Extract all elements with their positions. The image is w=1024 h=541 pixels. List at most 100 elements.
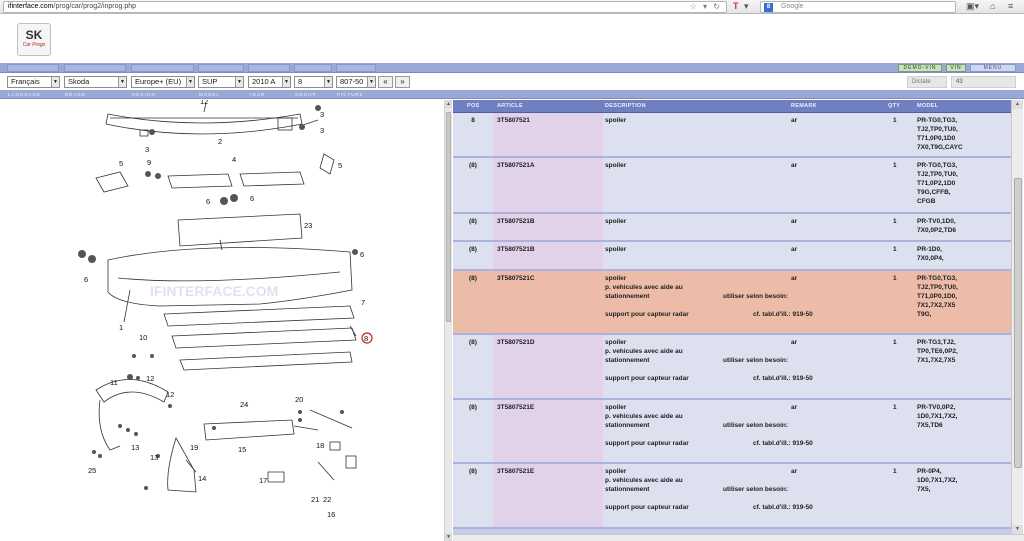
callout-label[interactable]: 17 bbox=[259, 476, 267, 485]
callout-label[interactable]: 2 bbox=[218, 137, 222, 146]
bookmarks-icon[interactable]: ▣▾ bbox=[966, 1, 980, 11]
parts-diagram[interactable]: IFINTERFACE.COM 12 2 3 3 3 5 9 4 5 6 6 2… bbox=[0, 100, 448, 541]
callout-label[interactable]: 7 bbox=[361, 298, 365, 307]
header-qty[interactable]: QTY bbox=[888, 103, 901, 109]
callout-label[interactable]: 3 bbox=[320, 110, 324, 119]
model-line: 7X1,7X2,7X5 bbox=[917, 302, 956, 309]
menu-icon[interactable]: ≡ bbox=[1008, 1, 1014, 11]
callout-label[interactable]: 21 bbox=[311, 495, 319, 504]
menu-tab-1[interactable] bbox=[7, 64, 59, 72]
callout-label[interactable]: 8 bbox=[364, 334, 368, 343]
callout-label[interactable]: 6 bbox=[206, 197, 210, 206]
usage-note: utiliser selon besoin: bbox=[723, 486, 789, 493]
diagram-scrollbar[interactable]: ▲ ▼ bbox=[444, 100, 452, 541]
scroll-down-icon[interactable]: ▼ bbox=[445, 533, 452, 541]
callout-label[interactable]: 25 bbox=[88, 466, 96, 475]
header-remark[interactable]: REMARK bbox=[791, 103, 817, 109]
callout-label[interactable]: 14 bbox=[198, 474, 206, 483]
callout-label[interactable]: 3 bbox=[145, 145, 149, 154]
menu-tab-5[interactable] bbox=[248, 64, 290, 72]
callout-label[interactable]: 16 bbox=[327, 510, 335, 519]
brand-select[interactable]: Skoda▼ bbox=[64, 76, 127, 88]
model-select[interactable]: SUP▼ bbox=[198, 76, 244, 88]
menu-tab-3[interactable] bbox=[131, 64, 194, 72]
header-model[interactable]: MODEL bbox=[917, 103, 939, 109]
year-select[interactable]: 2010 A▼ bbox=[248, 76, 291, 88]
horizontal-scrollbar[interactable] bbox=[453, 534, 1024, 541]
callout-label[interactable]: 13 bbox=[150, 453, 158, 462]
scroll-thumb[interactable] bbox=[1014, 178, 1022, 468]
home-icon[interactable]: ⌂ bbox=[990, 1, 996, 11]
callout-label[interactable]: 18 bbox=[316, 441, 324, 450]
region-select[interactable]: Europe+ (EU)▼ bbox=[131, 76, 195, 88]
table-scrollbar[interactable]: ▲ ▼ bbox=[1011, 100, 1023, 534]
prev-picture-button[interactable]: « bbox=[378, 76, 393, 88]
cell-model: PR-1D0,7X0,0P4, bbox=[917, 245, 979, 263]
callout-label[interactable]: 5 bbox=[119, 159, 123, 168]
callout-label[interactable]: 3 bbox=[320, 126, 324, 135]
brand-value: Skoda bbox=[68, 77, 90, 86]
next-picture-button[interactable]: » bbox=[395, 76, 410, 88]
callout-label[interactable]: 11 bbox=[110, 378, 118, 387]
vin-button[interactable]: VIN bbox=[946, 64, 966, 72]
menu-tab-2[interactable] bbox=[64, 64, 126, 72]
callout-label[interactable]: 12 bbox=[146, 374, 154, 383]
callout-label[interactable]: 6 bbox=[360, 250, 364, 259]
callout-label[interactable]: 9 bbox=[147, 158, 151, 167]
callout-label[interactable]: 12 bbox=[166, 390, 174, 399]
callout-label[interactable]: 12 bbox=[200, 100, 208, 106]
app-logo[interactable]: SK Car Progs bbox=[17, 23, 51, 56]
group-select[interactable]: 8▼ bbox=[294, 76, 333, 88]
search-input[interactable]: 8 Google bbox=[760, 1, 956, 13]
menu-tab-6[interactable] bbox=[294, 64, 332, 72]
callout-label[interactable]: 5 bbox=[338, 161, 342, 170]
callout-label[interactable]: 13 bbox=[131, 443, 139, 452]
scroll-thumb[interactable] bbox=[446, 112, 451, 322]
scroll-up-icon[interactable]: ▲ bbox=[445, 100, 452, 108]
dictate-field[interactable]: Dictate bbox=[907, 76, 947, 88]
url-controls[interactable]: ☆ ▾ ↻ bbox=[689, 2, 722, 11]
scroll-down-icon[interactable]: ▼ bbox=[1012, 525, 1023, 534]
model-line: T71,0P0,1D0 bbox=[917, 135, 956, 142]
dropdown-icon[interactable]: ▾ bbox=[744, 1, 749, 11]
callout-label[interactable]: 20 bbox=[295, 395, 303, 404]
callout-label[interactable]: 19 bbox=[190, 443, 198, 452]
callout-label[interactable]: 1 bbox=[119, 323, 123, 332]
description-line: p. vehicules avec aide au bbox=[605, 348, 683, 355]
model-line: 7X5,TD6 bbox=[917, 422, 943, 429]
menu-tab-4[interactable] bbox=[198, 64, 244, 72]
address-bar[interactable]: ifinterface.com/prog/car/prog2/inprog.ph… bbox=[3, 1, 727, 13]
callout-label[interactable]: 24 bbox=[240, 400, 248, 409]
picture-select[interactable]: 807-50▼ bbox=[336, 76, 376, 88]
callout-label[interactable]: 23 bbox=[304, 221, 312, 230]
article-column-bg bbox=[493, 271, 603, 333]
callout-label[interactable]: 15 bbox=[238, 445, 246, 454]
cell-remark: ar bbox=[791, 218, 798, 225]
callout-label[interactable]: 6 bbox=[84, 275, 88, 284]
menu-button[interactable]: MENU bbox=[970, 64, 1016, 72]
url-path: /prog/car/prog2/inprog.php bbox=[53, 3, 137, 10]
header-pos[interactable]: POS bbox=[467, 103, 480, 109]
cell-article: 3T5807521E bbox=[497, 404, 535, 411]
callout-label[interactable]: 22 bbox=[323, 495, 331, 504]
language-select[interactable]: Français▼ bbox=[7, 76, 60, 88]
callout-label[interactable]: 6 bbox=[250, 194, 254, 203]
model-line: PR-0P4, bbox=[917, 468, 942, 475]
menu-tab-7[interactable] bbox=[336, 64, 376, 72]
scroll-up-icon[interactable]: ▲ bbox=[1012, 100, 1023, 109]
header-article[interactable]: ARTICLE bbox=[497, 103, 523, 109]
header-description[interactable]: DESCRIPTION bbox=[605, 103, 646, 109]
callout-label[interactable]: 10 bbox=[139, 333, 147, 342]
toolbar-addon-icon[interactable]: T bbox=[733, 1, 739, 11]
demo-vin-button[interactable]: DEMO-VIN bbox=[898, 64, 942, 72]
cell-model: PR-TG3,TJ2,TP0,TE6,0P2,7X1,7X2,7X5 bbox=[917, 338, 979, 365]
callout-label[interactable]: 4 bbox=[232, 155, 236, 164]
